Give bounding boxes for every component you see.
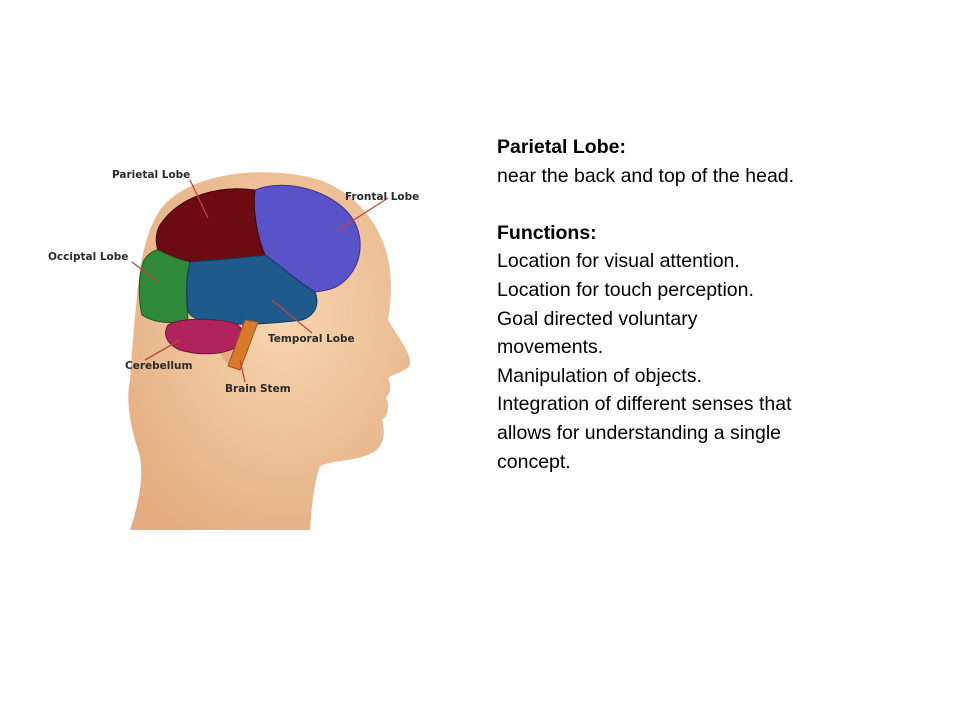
label-occipital-lobe: Occiptal Lobe — [48, 251, 128, 263]
label-brain-stem: Brain Stem — [225, 383, 291, 395]
function-item: allows for understanding a single — [497, 421, 782, 444]
leader-line-frontal — [334, 197, 389, 233]
function-item: Goal directed voluntary — [497, 307, 698, 330]
function-item: concept. — [497, 450, 571, 473]
brain-diagram: Parietal Lobe Frontal Lobe Occiptal Lobe… — [48, 169, 419, 530]
label-frontal-lobe: Frontal Lobe — [345, 191, 419, 203]
function-item: Location for visual attention. — [497, 250, 740, 273]
leader-line-brain-stem — [239, 359, 246, 383]
function-item: Location for touch perception. — [497, 278, 754, 301]
function-item: Integration of different senses that — [497, 393, 792, 416]
brain-stem — [227, 319, 259, 371]
occipital-lobe — [138, 249, 191, 323]
leader-line-occipital — [131, 261, 159, 283]
section-title: Parietal Lobe: — [497, 136, 626, 158]
leader-line-temporal — [271, 299, 313, 334]
location-text: near the back and top of the head. — [497, 164, 795, 187]
label-temporal-lobe: Temporal Lobe — [268, 333, 355, 345]
description-panel: Parietal Lobe: near the back and top of … — [497, 133, 877, 476]
cerebellum — [165, 318, 245, 355]
functions-title: Functions: — [497, 221, 597, 244]
label-parietal-lobe: Parietal Lobe — [112, 169, 190, 181]
temporal-lobe — [186, 254, 318, 325]
leader-line-cerebellum — [144, 339, 181, 361]
label-cerebellum: Cerebellum — [125, 360, 192, 372]
function-item: Manipulation of objects. — [497, 364, 702, 387]
leader-line-parietal — [189, 179, 209, 219]
function-item: movements. — [497, 336, 604, 359]
spacer — [497, 190, 877, 219]
